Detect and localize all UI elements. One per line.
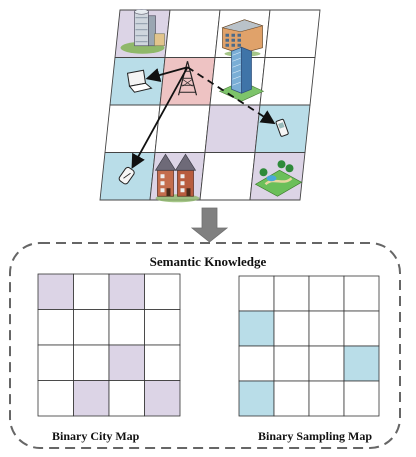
- map-cell-empty: [144, 273, 181, 310]
- laptop-icon: [126, 69, 153, 93]
- city-cell: [104, 104, 161, 153]
- map-cell-filled: [73, 380, 110, 417]
- city-cell: [264, 9, 321, 58]
- city-cell: [204, 104, 261, 153]
- down-arrow-icon: [190, 207, 229, 243]
- map-cell-empty: [37, 380, 74, 417]
- semantic-knowledge-panel: [9, 242, 401, 449]
- mobile-phone-icon: [275, 118, 289, 137]
- map-cell-empty: [144, 309, 181, 346]
- map-cell-filled: [108, 344, 145, 381]
- map-cell-empty: [273, 310, 310, 347]
- map-cell-empty: [273, 380, 310, 417]
- city-icons: [118, 8, 303, 203]
- semantic-knowledge-title: Semantic Knowledge: [149, 254, 267, 269]
- city-cell: [259, 57, 316, 106]
- map-cell-empty: [37, 309, 74, 346]
- map-cell-filled: [144, 380, 181, 417]
- map-cell-empty: [108, 309, 145, 346]
- city-cell: [164, 9, 221, 58]
- link-to-mobile-phone: [187, 66, 276, 125]
- city-cell: [159, 57, 216, 106]
- office-tower-icon: [120, 8, 165, 54]
- map-cell-empty: [343, 380, 380, 417]
- map-cell-empty: [144, 344, 181, 381]
- map-cell-filled: [238, 310, 275, 347]
- wireless-links: [131, 66, 276, 169]
- map-cell-filled: [238, 380, 275, 417]
- link-to-flip-phone: [131, 66, 189, 169]
- park-icon: [254, 160, 303, 197]
- binary-city-map: [37, 273, 181, 417]
- map-cell-empty: [308, 380, 345, 417]
- binary-sampling-map-label: Binary Sampling Map: [258, 429, 373, 443]
- binary-sampling-map: [238, 275, 380, 417]
- skyscraper-icon: [218, 46, 265, 102]
- apartment-building-icon: [221, 19, 264, 57]
- map-cell-filled: [37, 273, 74, 310]
- map-cell-empty: [343, 275, 380, 312]
- map-cell-empty: [343, 310, 380, 347]
- map-cell-empty: [73, 273, 110, 310]
- city-cell: [199, 152, 256, 201]
- map-cell-empty: [308, 310, 345, 347]
- map-cell-filled: [343, 345, 380, 382]
- map-cell-empty: [238, 345, 275, 382]
- map-cell-empty: [273, 275, 310, 312]
- flip-phone-icon: [118, 166, 135, 185]
- map-cell-empty: [273, 345, 310, 382]
- map-cell-filled: [108, 273, 145, 310]
- map-cell-empty: [308, 275, 345, 312]
- link-to-laptop: [145, 66, 188, 83]
- map-cell-empty: [37, 344, 74, 381]
- townhouses-icon: [154, 153, 200, 203]
- map-cell-empty: [73, 309, 110, 346]
- map-cell-empty: [108, 380, 145, 417]
- map-cell-empty: [73, 344, 110, 381]
- binary-city-map-label: Binary City Map: [52, 429, 140, 443]
- map-cell-empty: [238, 275, 275, 312]
- map-cell-empty: [308, 345, 345, 382]
